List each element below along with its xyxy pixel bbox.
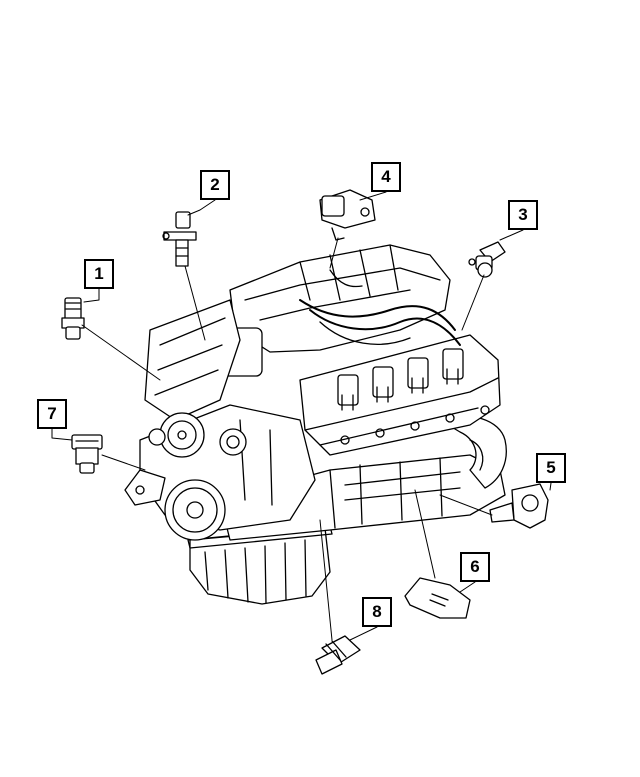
callout-3: 3 [508, 200, 538, 230]
sensor-7-part [71, 434, 103, 474]
callout-6: 6 [460, 552, 490, 582]
sensor-3-part [468, 241, 506, 278]
sensor-8-part [315, 635, 361, 675]
sensor-2-part [162, 211, 197, 267]
callout-7: 7 [37, 399, 67, 429]
sensor-5-part [489, 483, 549, 529]
callout-5: 5 [536, 453, 566, 483]
crankshaft-pulley [164, 479, 226, 541]
sensor-1-part [61, 297, 85, 340]
callout-4: 4 [371, 162, 401, 192]
coil-packs [337, 348, 464, 411]
leader-lines [51, 191, 552, 641]
callout-8: 8 [362, 597, 392, 627]
callout-2: 2 [200, 170, 230, 200]
accessory-pulleys [148, 412, 247, 458]
sensor-6-part [404, 577, 471, 619]
callout-1: 1 [84, 259, 114, 289]
engine-block [124, 244, 507, 605]
